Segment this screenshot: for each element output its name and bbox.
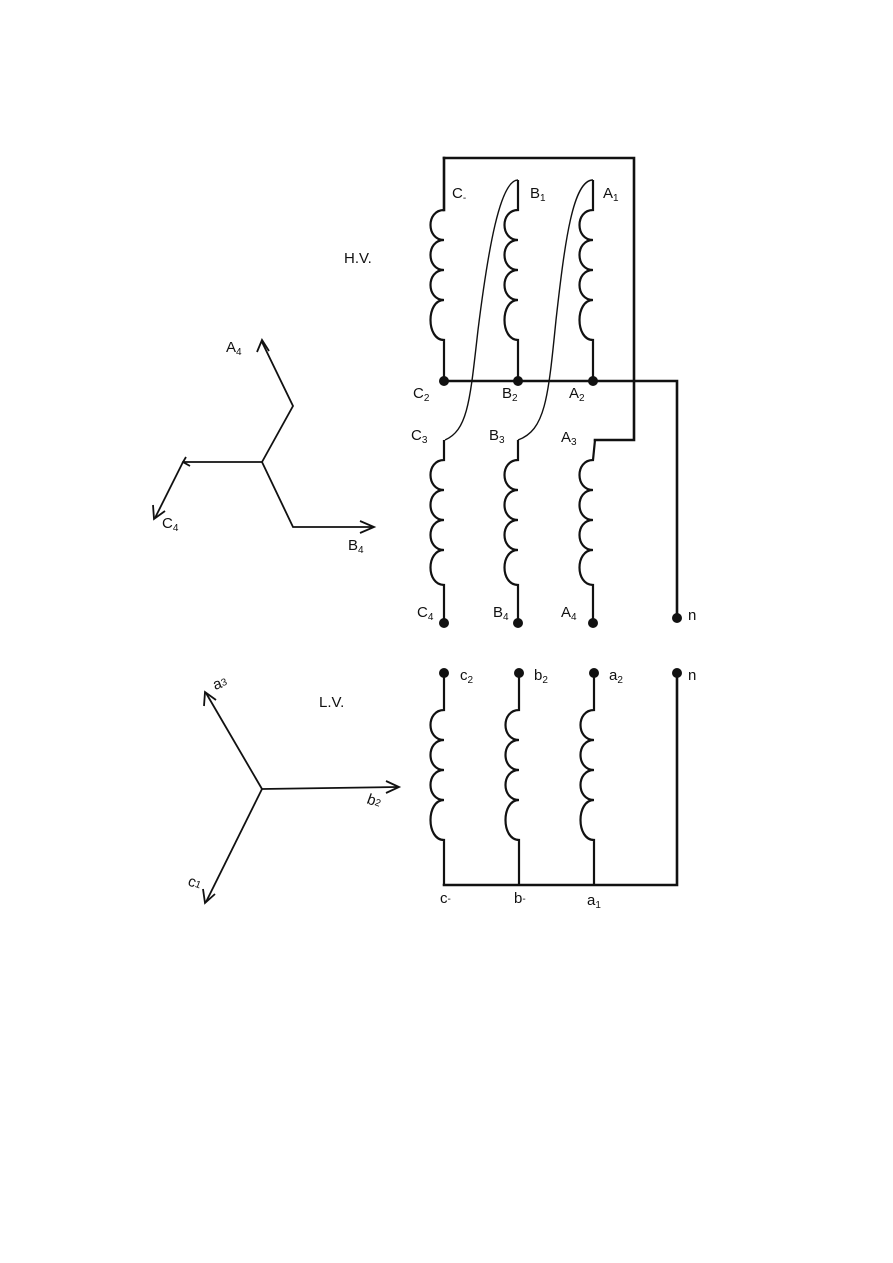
label-a4: A4 — [561, 604, 577, 623]
phasor-c1-head — [202, 888, 216, 905]
hv-coil-a-upper — [578, 180, 595, 380]
label-b-bot: b- — [514, 890, 526, 907]
label-c2-lv: c2 — [460, 667, 474, 686]
phasor-b2-arrow — [261, 786, 399, 790]
label-n-hv: n — [688, 607, 696, 624]
hv-winding-group — [429, 156, 682, 628]
terminal-c4 — [439, 618, 449, 628]
phasor-c4-kink — [181, 456, 191, 467]
label-b4: B4 — [493, 604, 509, 623]
terminal-n-lv — [672, 668, 682, 678]
label-a2: A2 — [569, 385, 585, 404]
label-a3: A3 — [561, 429, 577, 448]
phasor-c4-head — [152, 504, 166, 521]
hv-cross-b1-c3 — [444, 179, 519, 441]
phasor-a3-label: a3 — [211, 673, 230, 694]
lv-winding-group — [429, 668, 682, 887]
label-a2-lv: a2 — [609, 667, 623, 686]
node-a2 — [588, 376, 598, 386]
label-b3: B3 — [489, 427, 505, 446]
hv-top-loop-wire — [442, 156, 636, 442]
terminal-n-hv — [672, 613, 682, 623]
lv-coil-b — [504, 673, 521, 885]
label-c4: C4 — [417, 604, 434, 623]
phasor-b2-label: b2 — [365, 791, 384, 812]
phasor-a4-head — [256, 338, 270, 353]
lv-coil-c — [429, 673, 446, 885]
node-b2 — [513, 376, 523, 386]
phasor-a4-arrow — [261, 341, 295, 463]
phasor-c4-label: C4 — [162, 515, 179, 534]
lv-neutral-bus — [442, 671, 679, 887]
label-b2: B2 — [502, 385, 518, 404]
phasor-b4-label: B4 — [348, 537, 364, 556]
hv-coil-c-upper — [429, 208, 446, 380]
hv-coil-c-lower — [429, 440, 446, 622]
terminal-c2-lv — [439, 668, 449, 678]
terminal-a2-lv — [589, 668, 599, 678]
lv-section-label: L.V. — [319, 694, 344, 711]
label-c-bot: c- — [440, 890, 451, 907]
label-c2: C2 — [413, 385, 430, 404]
phasor-a3-arrow — [205, 692, 263, 790]
hv-neutral-bus — [442, 379, 679, 620]
label-b2-lv: b2 — [534, 667, 548, 686]
phasor-c1-arrow — [205, 788, 263, 903]
hv-coil-b-upper — [503, 180, 520, 380]
hv-coil-b-lower — [503, 440, 520, 622]
label-c3: C3 — [411, 427, 428, 446]
node-c2 — [439, 376, 449, 386]
terminal-b4 — [513, 618, 523, 628]
terminal-b2-lv — [514, 668, 524, 678]
phasor-b4-arrow — [261, 461, 372, 528]
lv-coil-a — [579, 673, 596, 885]
phasor-c1-label: c1 — [186, 873, 205, 894]
phasor-a3-head — [203, 690, 217, 707]
label-n-lv: n — [688, 667, 696, 684]
label-a1-lv: a1 — [587, 892, 601, 911]
hv-phasor-diagram — [152, 338, 377, 534]
label-a1: A1 — [603, 185, 619, 204]
phasor-b2-head — [385, 780, 402, 794]
phasor-c4-arrow — [154, 461, 262, 519]
terminal-a4 — [588, 618, 598, 628]
label-c-top: C- — [452, 185, 466, 204]
label-b1: B1 — [530, 185, 546, 204]
hv-coil-a-lower — [578, 439, 597, 622]
phasor-b4-head — [359, 520, 377, 534]
hv-section-label: H.V. — [344, 250, 372, 267]
phasor-a4-label: A4 — [226, 339, 242, 358]
lv-phasor-diagram — [202, 690, 402, 905]
hv-cross-a1-b3 — [517, 179, 594, 441]
